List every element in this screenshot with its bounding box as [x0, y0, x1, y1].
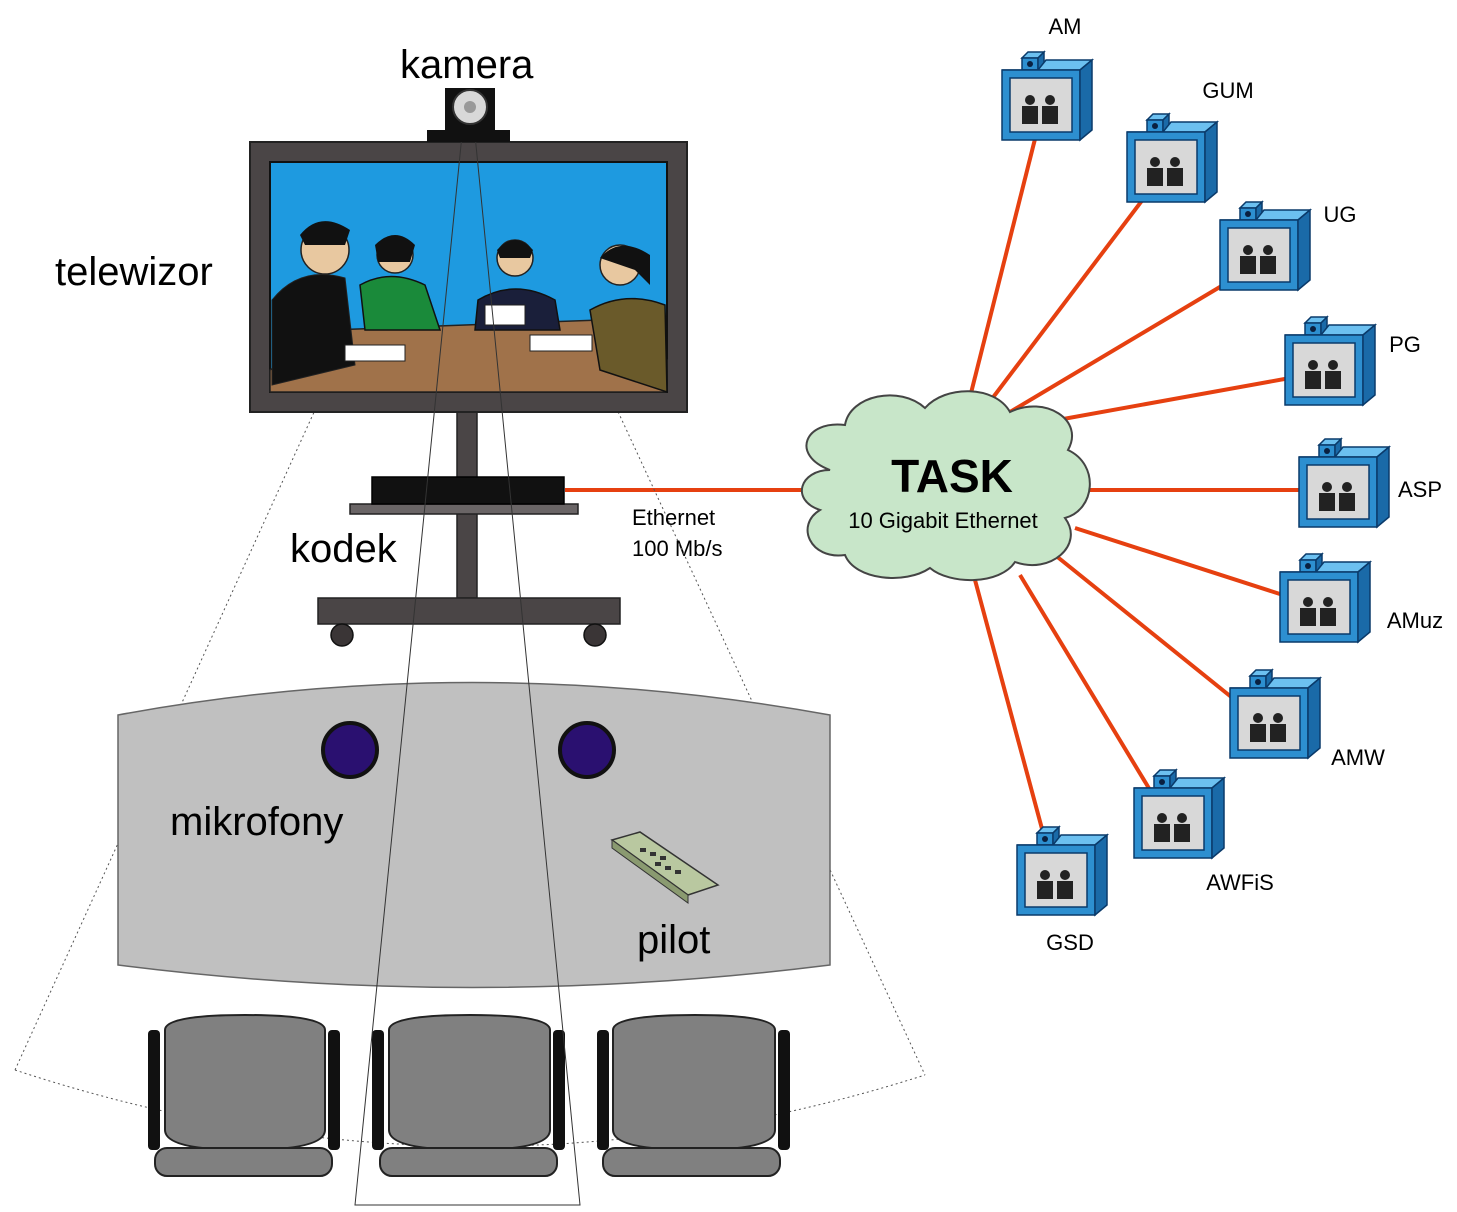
microphone-2: [558, 721, 616, 779]
site-pg: PG: [1284, 316, 1421, 406]
network-links: [565, 134, 1300, 841]
link-gum: [983, 188, 1152, 410]
network-speed: 10 Gigabit Ethernet: [848, 508, 1038, 533]
site-gsd: GSD: [1016, 826, 1108, 955]
camera-icon: [427, 88, 510, 142]
site-label: GSD: [1046, 930, 1094, 955]
site-amuz: AMuz: [1279, 553, 1443, 643]
remote-label: pilot: [637, 918, 710, 962]
chair-1: [148, 1013, 340, 1177]
chair-2: [372, 1013, 565, 1177]
site-ug: UG: [1219, 201, 1357, 291]
camera-narrow-field: [354, 134, 581, 1206]
site-gum: GUM: [1126, 78, 1254, 203]
site-awfis: AWFiS: [1133, 769, 1274, 895]
site-amw: AMW: [1229, 669, 1385, 770]
codec-device: [371, 476, 565, 505]
site-label: AMuz: [1387, 608, 1443, 633]
network-name: TASK: [891, 450, 1013, 502]
link-amuz: [1074, 526, 1284, 597]
tv-label: telewizor: [55, 250, 213, 294]
task-cloud: TASK 10 Gigabit Ethernet: [800, 390, 1091, 582]
site-label: PG: [1389, 332, 1421, 357]
cloud-shape: [800, 390, 1091, 582]
chair-3: [597, 1013, 790, 1177]
microphone-1: [321, 721, 379, 779]
chairs: [148, 1013, 790, 1177]
site-am: AM: [1001, 14, 1093, 141]
link-gsd: [973, 579, 1047, 841]
link-ug: [1003, 273, 1242, 417]
link-pg: [1029, 376, 1291, 427]
camera-label: kamera: [400, 43, 534, 87]
codec-label: kodek: [290, 527, 398, 571]
link-awfis: [1018, 573, 1152, 792]
microphones-label: mikrofony: [170, 800, 343, 844]
remote-control-icon: [610, 831, 720, 904]
site-asp: ASP: [1298, 438, 1442, 528]
site-label: AMW: [1331, 745, 1385, 770]
site-label: GUM: [1202, 78, 1253, 103]
link-amw: [1053, 553, 1237, 702]
site-label: AM: [1049, 14, 1082, 39]
site-label: UG: [1324, 202, 1357, 227]
conference-table: mikrofony pilot: [117, 681, 831, 989]
television: [249, 141, 688, 413]
tv-stand: [317, 409, 621, 647]
link-am: [966, 134, 1038, 406]
site-label: ASP: [1398, 477, 1442, 502]
table-surface: [117, 681, 831, 989]
site-label: AWFiS: [1206, 870, 1274, 895]
connection-label-line1: Ethernet: [632, 505, 715, 530]
